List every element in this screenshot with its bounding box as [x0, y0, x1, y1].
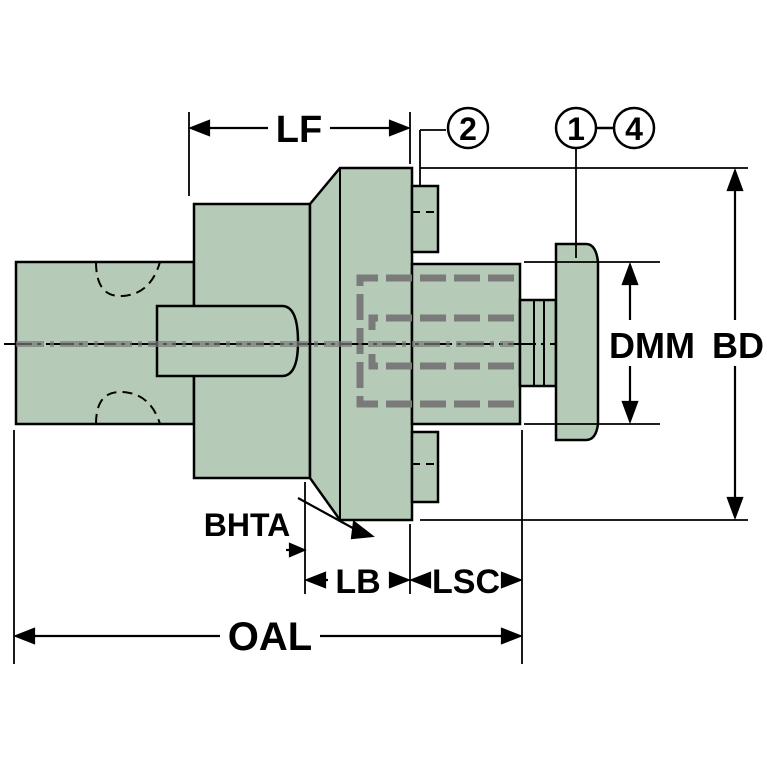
callout-item4: 4 [625, 111, 643, 147]
front-key-bottom [410, 430, 440, 504]
callout-numbers: 2 1 4 [459, 111, 643, 147]
screw-head [554, 242, 600, 442]
callout-circles [446, 106, 656, 150]
label-lsc: LSC [432, 563, 500, 601]
callout-item2: 2 [459, 111, 477, 147]
extension-lines [13, 112, 748, 664]
dimension-arrows [12, 119, 744, 645]
callout-item2-circle [446, 106, 490, 150]
front-key-top [410, 184, 440, 254]
label-lb: LB [335, 563, 380, 601]
callout-item1: 1 [567, 111, 585, 147]
label-bd: BD [712, 325, 764, 366]
label-dmm: DMM [609, 325, 695, 366]
label-bhta: BHTA [204, 507, 291, 543]
label-lf: LF [276, 109, 322, 151]
label-oal: OAL [228, 615, 312, 659]
dimension-labels: LF DMM BD BHTA LB LSC OAL [204, 109, 764, 659]
